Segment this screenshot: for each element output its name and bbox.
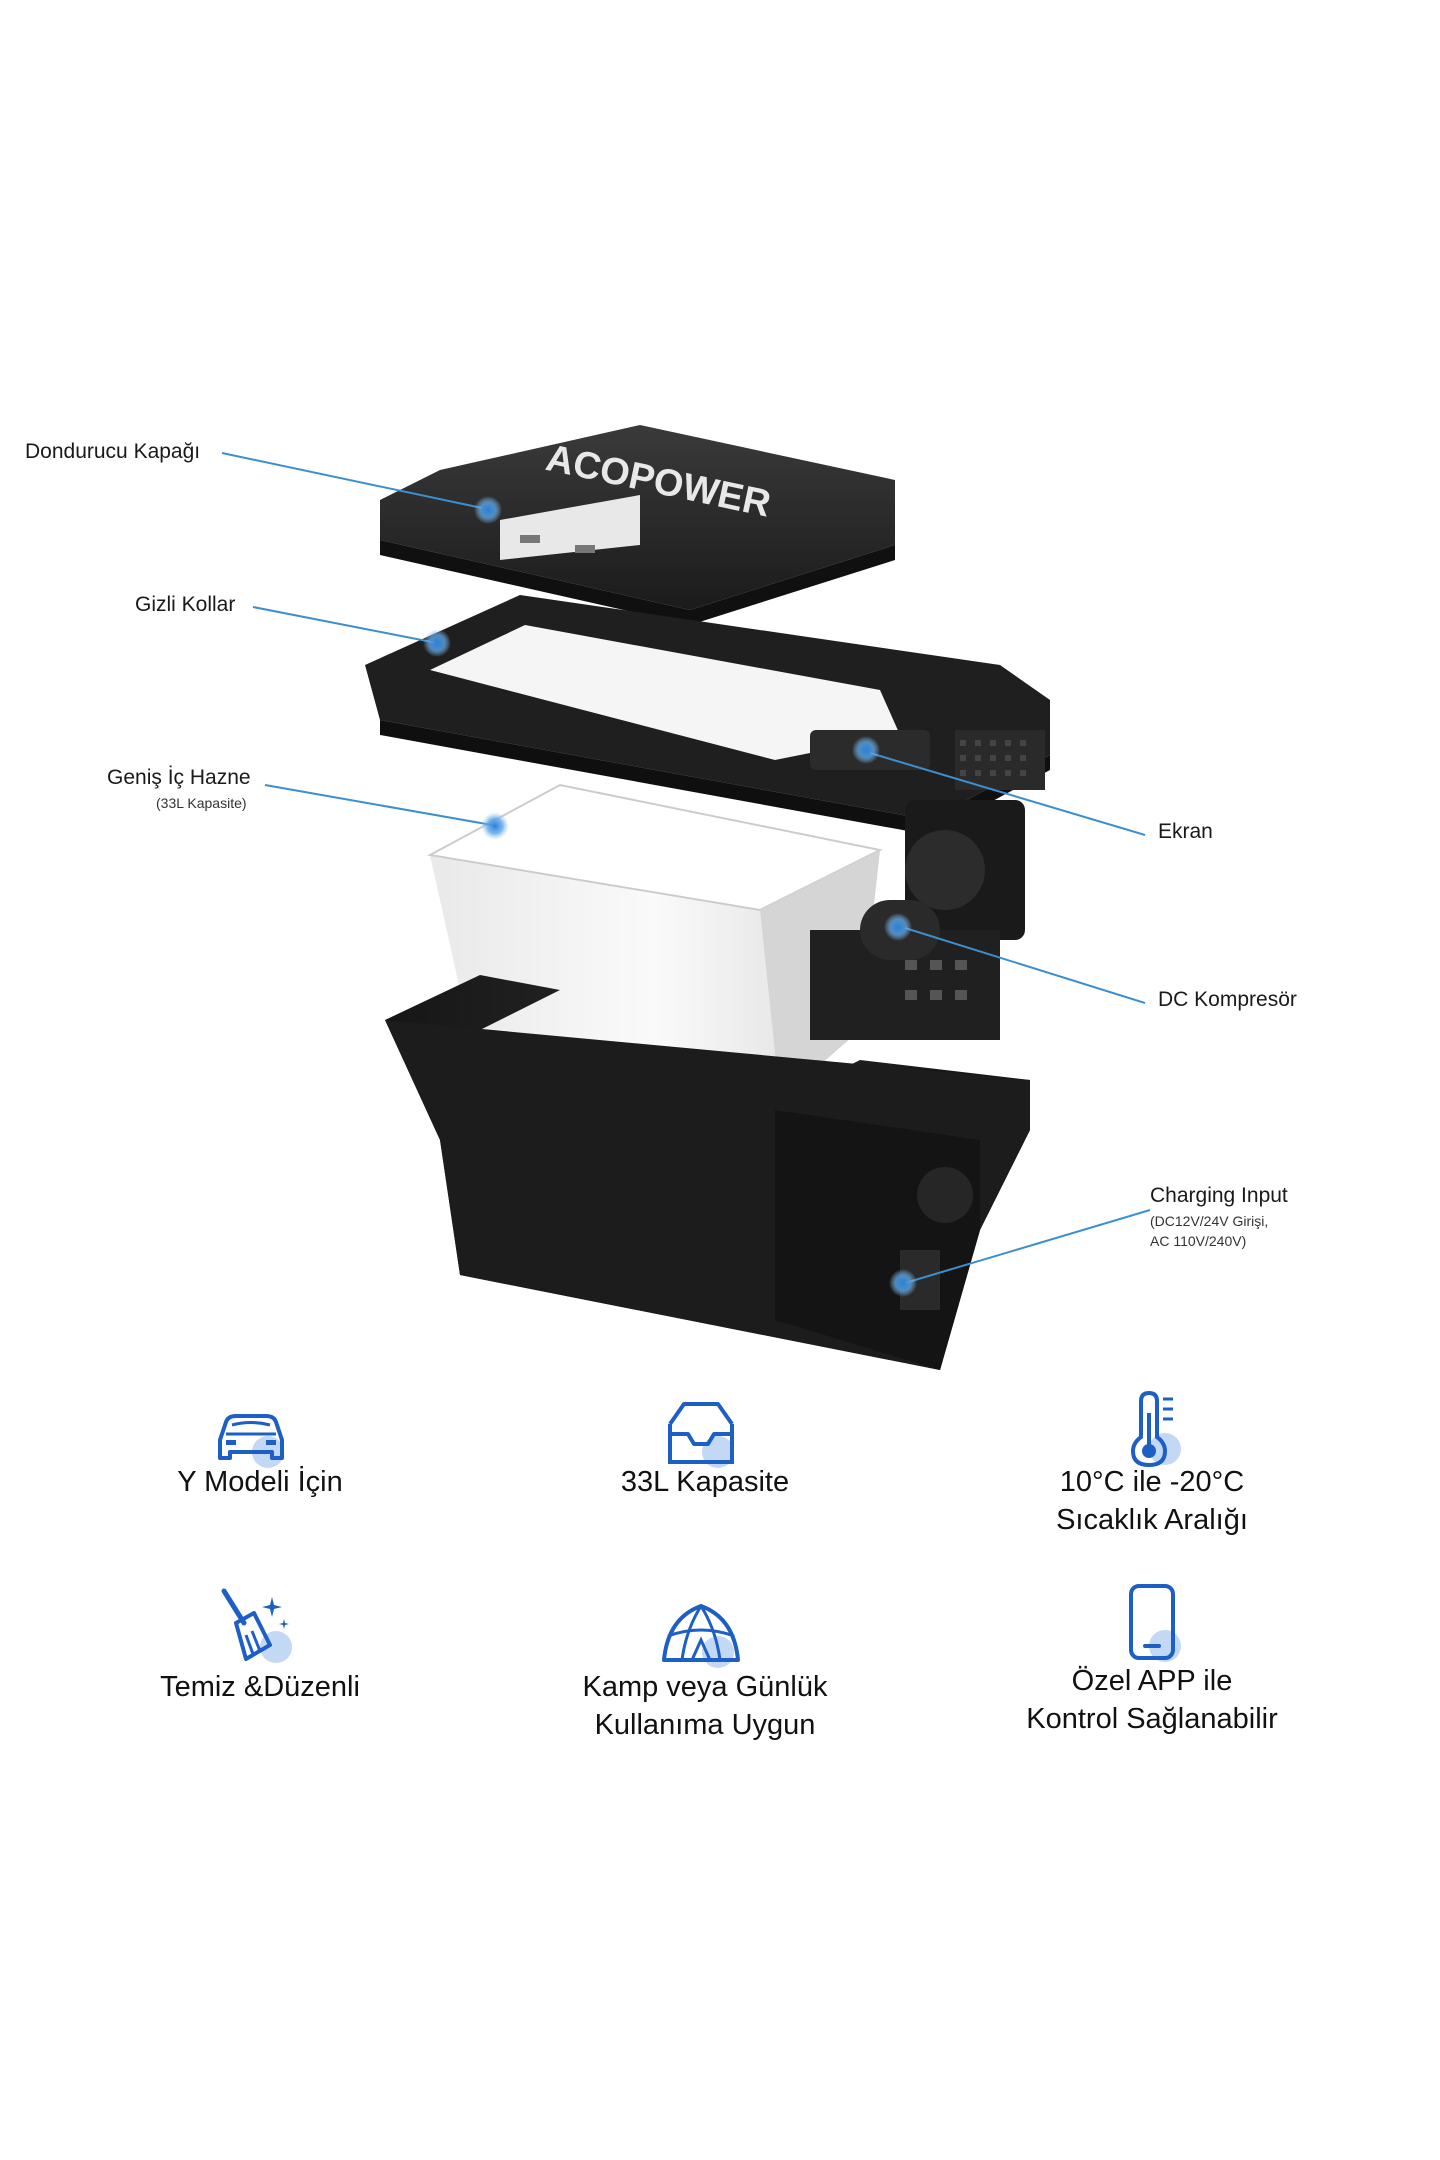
callout-inner-bin-label: Geniş İç Hazne [107, 766, 251, 789]
product-exploded-diagram: ACOPOWER [221, 425, 1151, 1370]
smartphone-icon [1107, 1580, 1197, 1670]
feature-label-6: Özel APP ile Kontrol Sağlanabilir [1026, 1665, 1278, 1735]
callout-lines [221, 452, 1151, 1284]
thermometer-icon [1107, 1385, 1197, 1475]
inbox-tray-icon [656, 1390, 746, 1480]
cooler-base [385, 975, 1030, 1370]
callout-charging-sublabel-1: (DC12V/24V Girişi, [1150, 1213, 1269, 1229]
feature-label-3: 10°C ile -20°C Sıcaklık Aralığı [1056, 1466, 1248, 1536]
feature-label-2: 33L Kapasite [620, 1466, 790, 1498]
hidden-handles-frame [365, 595, 1050, 835]
feature-label-4: Temiz &Düzenli [160, 1671, 360, 1703]
callout-markers [423, 496, 917, 1297]
callout-lid-label: Dondurucu Kapağı [25, 440, 201, 463]
broom-sparkle-icon [210, 1583, 300, 1673]
feature-label-5: Kamp veya Günlük Kullanıma Uygun [582, 1671, 828, 1741]
car-icon [206, 1390, 296, 1480]
feature-label-1: Y Modeli İçin [177, 1466, 343, 1498]
callout-charging-label: Charging Input [1150, 1184, 1288, 1207]
callout-inner-bin-sublabel: (33L Kapasite) [156, 795, 247, 811]
callout-compressor-label: DC Kompresör [1158, 988, 1297, 1011]
callout-charging-sublabel-2: AC 110V/240V) [1150, 1233, 1247, 1249]
callout-handles-label: Gizli Kollar [135, 593, 236, 616]
callout-display-label: Ekran [1158, 820, 1213, 843]
tent-icon [656, 1590, 746, 1680]
freezer-lid: ACOPOWER [380, 425, 895, 625]
